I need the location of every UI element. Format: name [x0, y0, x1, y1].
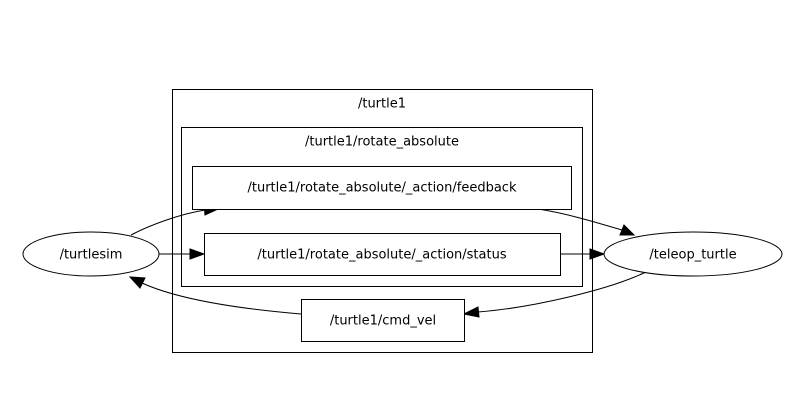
namespace-turtle1: /turtle1: [172, 89, 593, 353]
namespace-rotate-absolute-border: [181, 127, 583, 287]
edge-cmd-vel-to-turtlesim-arrowhead: [128, 276, 146, 289]
topic-status-box[interactable]: [204, 233, 561, 276]
topic-cmd-vel-label: /turtle1/cmd_vel: [330, 314, 436, 329]
node-teleop-turtle[interactable]: /teleop_turtle: [603, 231, 783, 277]
topic-cmd-vel[interactable]: /turtle1/cmd_vel: [301, 299, 465, 342]
namespace-turtle1-label: /turtle1: [358, 97, 406, 112]
topic-cmd-vel-box[interactable]: [301, 299, 465, 342]
node-teleop-turtle-label: /teleop_turtle: [649, 248, 736, 263]
namespace-rotate-absolute-label: /turtle1/rotate_absolute: [305, 135, 459, 150]
topic-feedback[interactable]: /turtle1/rotate_absolute/_action/feedbac…: [192, 166, 572, 210]
topic-feedback-label: /turtle1/rotate_absolute/_action/feedbac…: [248, 181, 517, 196]
node-turtlesim-label: /turtlesim: [60, 248, 123, 263]
edge-status-to-teleop-arrowhead: [589, 248, 606, 260]
edge-cmd-vel-to-turtlesim: [141, 282, 302, 315]
edge-feedback-to-teleop-arrowhead: [619, 224, 636, 236]
edge-teleop-to-cmd-vel-arrowhead: [462, 306, 480, 318]
node-turtlesim-ellipse[interactable]: [22, 231, 160, 277]
edge-turtlesim-to-feedback: [130, 209, 206, 236]
node-turtlesim[interactable]: /turtlesim: [22, 231, 160, 277]
edges: [128, 203, 649, 318]
namespace-turtle1-border: [172, 89, 593, 353]
edge-feedback-to-teleop: [537, 208, 623, 231]
node-teleop-turtle-ellipse[interactable]: [603, 231, 783, 277]
topic-status[interactable]: /turtle1/rotate_absolute/_action/status: [204, 233, 561, 276]
topic-feedback-box[interactable]: [192, 166, 572, 210]
edge-teleop-to-cmd-vel: [477, 270, 649, 313]
edge-turtlesim-to-status-arrowhead: [189, 248, 206, 260]
namespace-rotate-absolute: /turtle1/rotate_absolute: [181, 127, 583, 287]
topic-status-label: /turtle1/rotate_absolute/_action/status: [257, 248, 506, 263]
